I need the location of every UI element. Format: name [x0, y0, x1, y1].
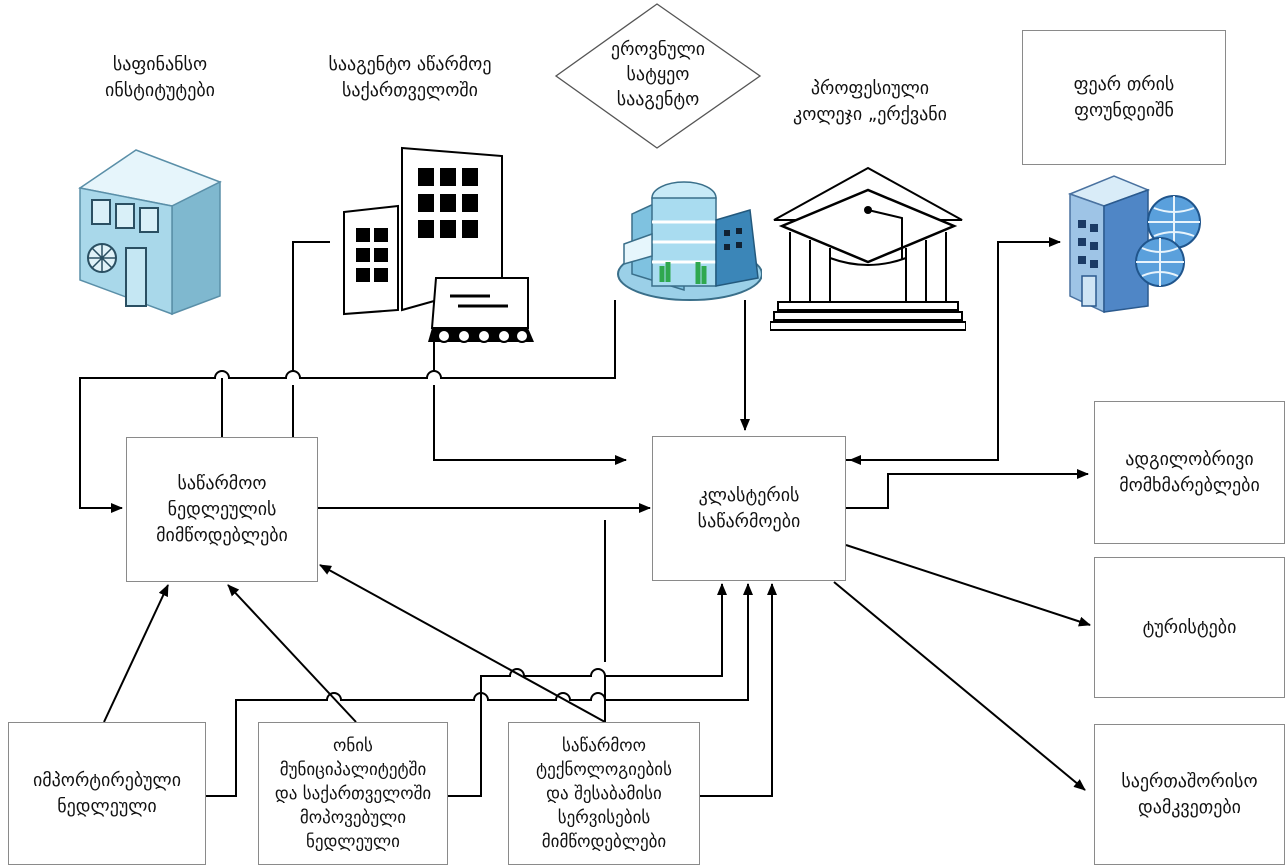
municipality-raw-material-label: ონის მუნიციპალიტეტში და საქართველოში მოპ… — [274, 735, 432, 852]
tech-suppliers-box: საწარმოო ტექნოლოგიების და შესაბამისი სერ… — [508, 722, 700, 865]
fund-box: ფეარ თრის ფოუნდეიშნ — [1022, 30, 1226, 165]
tourists-label: ტურისტები — [1142, 616, 1237, 638]
office-building-icon — [617, 181, 762, 301]
line-import-to-suppliers — [103, 584, 169, 723]
line-cluster-intl — [833, 581, 1086, 791]
college-building-icon — [770, 166, 966, 331]
local-consumers-label: ადგილობრივი მომხმარებლები — [1119, 448, 1260, 496]
factory-building-icon — [343, 146, 534, 343]
international-buyers-box: საერთაშორისო დამკვეთები — [1094, 724, 1285, 865]
line-office-to-suppliers — [79, 300, 616, 513]
line-tech-to-cluster — [700, 583, 777, 797]
server-globe-icon — [1067, 175, 1201, 314]
line-factory-to-cluster — [433, 342, 626, 460]
line-muni-to-cluster — [448, 583, 727, 797]
line-agency-to-suppliers — [292, 241, 330, 437]
tech-suppliers-label: საწარმოო ტექნოლოგიების და შესაბამისი სერ… — [536, 735, 672, 852]
tourists-box: ტურისტები — [1094, 557, 1285, 698]
raw-material-suppliers-box: საწარმოო ნედლეულის მიმწოდებლები — [126, 437, 318, 582]
local-consumers-box: ადგილობრივი მომხმარებლები — [1094, 401, 1285, 544]
fund-label: ფეარ თრის ფოუნდეიშნ — [1073, 73, 1175, 121]
cluster-enterprises-label: კლასტერის საწარმოები — [697, 484, 801, 532]
line-cluster-consumers — [846, 469, 1089, 509]
cluster-enterprises-box: კლასტერის საწარმოები — [652, 436, 846, 581]
professional-college-label: პროფესიული კოლეჯი „ერქვანი — [793, 78, 947, 125]
enterprise-agency-label: სააგენტო აწარმოე საქართველოში — [328, 54, 492, 101]
line-import-to-cluster — [206, 583, 753, 797]
safe-building-icon — [78, 149, 222, 316]
line-muni-to-suppliers — [227, 584, 357, 723]
international-buyers-label: საერთაშორისო დამკვეთები — [1121, 770, 1258, 818]
line-cluster-tourists — [845, 544, 1091, 627]
line-tech-to-suppliers — [319, 564, 606, 723]
raw-material-suppliers-label: საწარმოო ნედლეულის მიმწოდებლები — [156, 472, 288, 546]
national-agency-label: ეროვნული სატყეო სააგენტო — [610, 39, 706, 110]
imported-raw-material-label: იმპორტირებული ნედლეული — [32, 769, 182, 817]
imported-raw-material-box: იმპორტირებული ნედლეული — [8, 722, 206, 865]
financial-institutions-label: საფინანსო ინსტიტუტები — [105, 54, 215, 101]
municipality-raw-material-box: ონის მუნიციპალიტეტში და საქართველოში მოპ… — [258, 722, 448, 865]
national-agency-diamond — [554, 3, 762, 149]
